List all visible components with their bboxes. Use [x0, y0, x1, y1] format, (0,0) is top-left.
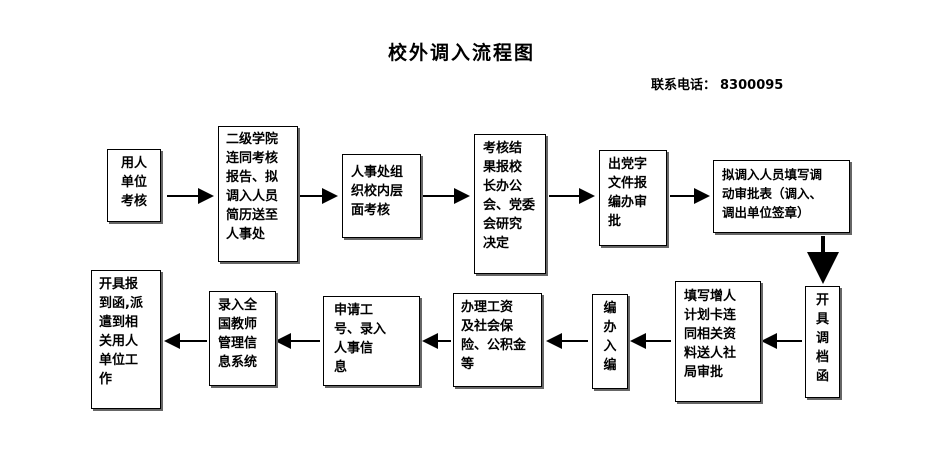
step-salary-insurance-fund: 办理工资 及社会保 险、公积金 等 — [453, 293, 542, 387]
step-staffing-office-registration: 编 办 入 编 — [592, 294, 628, 389]
contact-number: 8300095 — [720, 78, 784, 93]
step-president-party-decision: 考核结 果报校 长办公 会、党委 会研究 决定 — [474, 134, 546, 274]
step-hr-internal-assessment: 人事处组 织校内层 面考核 — [342, 154, 421, 238]
step-teacher-system-entry: 录入全 国教师 管理信 息系统 — [209, 291, 276, 386]
step-file-transfer-letter: 开 具 调 档 函 — [805, 286, 840, 398]
step-fill-transfer-form: 拟调入人员填写调 动审批表（调入、 调出单位签章） — [713, 160, 850, 233]
step-employer-assessment: 用人 单位 考核 — [107, 149, 161, 222]
step-report-letter-dispatch: 开具报 到函,派 遣到相 关用人 单位工 作 — [91, 270, 161, 409]
step-apply-staff-id: 申请工 号、录入 人事信 息 — [323, 296, 420, 386]
step-staffing-plan-approval: 填写增人 计划卡连 同相关资 料送人社 局审批 — [675, 281, 761, 402]
contact-label: 联系电话： — [651, 78, 717, 93]
page-title: 校外调入流程图 — [388, 42, 536, 64]
contact-phone: 联系电话：8300095 — [651, 74, 787, 93]
step-party-document-approval: 出党字 文件报 编办审 批 — [599, 150, 667, 246]
step-college-submit-report: 二级学院 连同考核 报告、拟 调入人员 简历送至 人事处 — [218, 126, 298, 262]
